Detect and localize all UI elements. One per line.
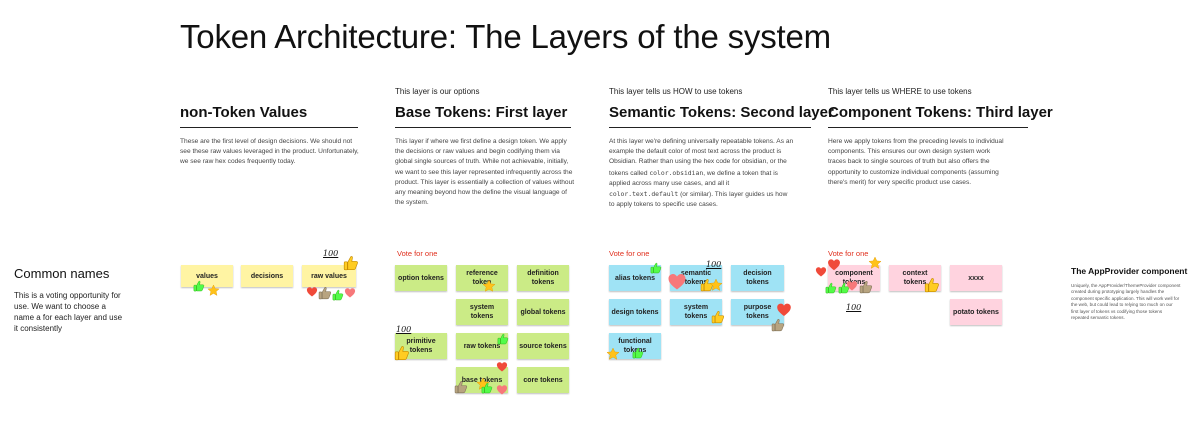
- heart-icon: [306, 286, 318, 298]
- thumbs-up-icon: [454, 380, 468, 394]
- star-icon: [709, 278, 723, 292]
- star-icon: [482, 279, 496, 293]
- sticky-note[interactable]: values: [181, 265, 233, 287]
- hundred-icon: 100: [323, 249, 339, 258]
- thumbs-up-icon: [859, 280, 873, 294]
- star-icon: [868, 256, 882, 270]
- sticky-note[interactable]: system tokens: [456, 299, 508, 325]
- thumbs-up-green-icon: [825, 282, 837, 294]
- thumbs-up-green-icon: [481, 382, 493, 394]
- heart-icon: [496, 384, 508, 396]
- thumbs-up-icon: [771, 318, 785, 332]
- sticky-note[interactable]: design tokens: [609, 299, 661, 325]
- heart-icon: [496, 361, 508, 373]
- sticky-note[interactable]: system tokens: [670, 299, 722, 325]
- thumbs-up-green-icon: [193, 280, 205, 292]
- sticky-note[interactable]: reference token: [456, 265, 508, 291]
- sticky-note[interactable]: raw values: [302, 265, 356, 287]
- heart-icon: [344, 287, 356, 299]
- column-description-semantic-tokens: At this layer we're defining universally…: [609, 138, 794, 209]
- layer-note: This layer tells us HOW to use tokens: [609, 87, 743, 96]
- thumbs-up-green-icon: [650, 262, 662, 274]
- heart-icon: [846, 280, 858, 292]
- column-description-component-tokens: Here we apply tokens from the preceding …: [828, 138, 1004, 186]
- thumbs-up-icon: [711, 310, 725, 324]
- heart-icon: [815, 266, 827, 278]
- sticky-note[interactable]: xxxx: [950, 265, 1002, 291]
- vote-label: Vote for one: [397, 249, 438, 258]
- common-names-description: This is a voting opportunity for use. We…: [14, 291, 123, 333]
- layer-note: This layer is our options: [395, 87, 480, 96]
- hundred-icon: 100: [396, 325, 412, 334]
- sticky-note[interactable]: definition tokens: [517, 265, 569, 291]
- heart-icon: [827, 258, 841, 272]
- page-title: Token Architecture: The Layers of the sy…: [180, 18, 831, 55]
- thumbs-up-icon: [924, 277, 940, 293]
- sticky-note[interactable]: raw tokens: [456, 333, 508, 359]
- sticky-note[interactable]: decisions: [241, 265, 293, 287]
- column-heading-semantic-tokens: Semantic Tokens: Second layer: [609, 104, 834, 128]
- vote-label: Vote for one: [828, 249, 869, 258]
- sticky-note[interactable]: potato tokens: [950, 299, 1002, 325]
- thumbs-up-green-icon: [632, 347, 644, 359]
- column-description-non-token-values: These are the first level of design deci…: [180, 138, 359, 166]
- heart-icon: [776, 302, 792, 318]
- vote-label: Vote for one: [609, 249, 650, 258]
- sticky-note[interactable]: functional tokens: [609, 333, 661, 359]
- thumbs-up-icon: [318, 286, 332, 300]
- app-provider-description: Uniquely, the AppProvider/ThemeProvider …: [1071, 283, 1181, 321]
- heart-icon: [667, 272, 687, 292]
- hundred-icon: 100: [706, 260, 722, 269]
- star-icon: [606, 347, 620, 361]
- sticky-note[interactable]: global tokens: [517, 299, 569, 325]
- column-heading-non-token-values: non-Token Values: [180, 104, 358, 128]
- sticky-note[interactable]: decision tokens: [731, 265, 784, 291]
- column-heading-component-tokens: Component Tokens: Third layer: [828, 104, 1053, 128]
- sticky-note[interactable]: core tokens: [517, 367, 569, 393]
- sticky-note[interactable]: option tokens: [395, 265, 447, 291]
- thumbs-up-icon: [394, 345, 410, 361]
- column-heading-base-tokens: Base Tokens: First layer: [395, 104, 571, 128]
- hundred-icon: 100: [846, 303, 862, 312]
- app-provider-heading: The AppProvider component: [1071, 266, 1188, 276]
- thumbs-up-icon: [343, 255, 359, 271]
- layer-note: This layer tells us WHERE to use tokens: [828, 87, 972, 96]
- star-icon: [207, 284, 220, 297]
- column-description-base-tokens: This layer if where we first define a de…: [395, 138, 575, 207]
- sticky-note[interactable]: purpose tokens: [731, 299, 784, 325]
- thumbs-up-green-icon: [332, 289, 344, 301]
- common-names-heading: Common names: [14, 266, 110, 281]
- thumbs-up-green-icon: [497, 333, 509, 345]
- sticky-note[interactable]: context tokens: [889, 265, 941, 291]
- sticky-note[interactable]: source tokens: [517, 333, 569, 359]
